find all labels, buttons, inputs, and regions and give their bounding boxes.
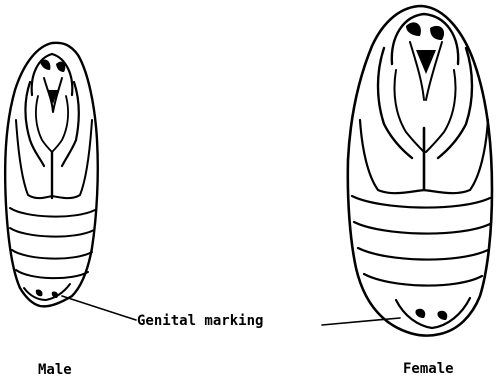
female-tip-stipple [415, 309, 447, 320]
genital-marking-label: Genital marking [137, 313, 263, 329]
female-wing-left [360, 120, 424, 193]
female-segment-2 [354, 222, 490, 234]
male-wing-left [16, 120, 52, 198]
female-eye-left [406, 22, 421, 36]
male-segment-3 [12, 250, 92, 259]
female-legcase-left [394, 70, 424, 152]
male-label: Male [38, 362, 72, 378]
male-antenna-right [62, 82, 79, 166]
male-segment-1 [10, 208, 95, 217]
male-pupa-drawing [5, 43, 98, 307]
male-tip-stipple [36, 289, 58, 298]
male-eye-right [56, 62, 65, 72]
leader-line-male [62, 296, 136, 320]
female-segment-3 [358, 248, 488, 260]
male-segment-4 [16, 270, 88, 278]
male-wing-right [52, 120, 92, 198]
female-segment-1 [352, 196, 490, 208]
female-label: Female [403, 361, 454, 377]
male-antenna-left [26, 82, 45, 166]
female-wing-right [424, 120, 488, 193]
female-genital-tip [396, 298, 470, 328]
male-genital-tip [24, 284, 70, 300]
male-eye-left [40, 60, 50, 70]
female-segment-4 [364, 274, 482, 286]
male-segment-2 [10, 228, 94, 237]
male-head [32, 54, 73, 95]
male-legcase-left [36, 96, 52, 152]
female-pupa-drawing [348, 6, 492, 336]
female-eye-right [430, 26, 444, 40]
